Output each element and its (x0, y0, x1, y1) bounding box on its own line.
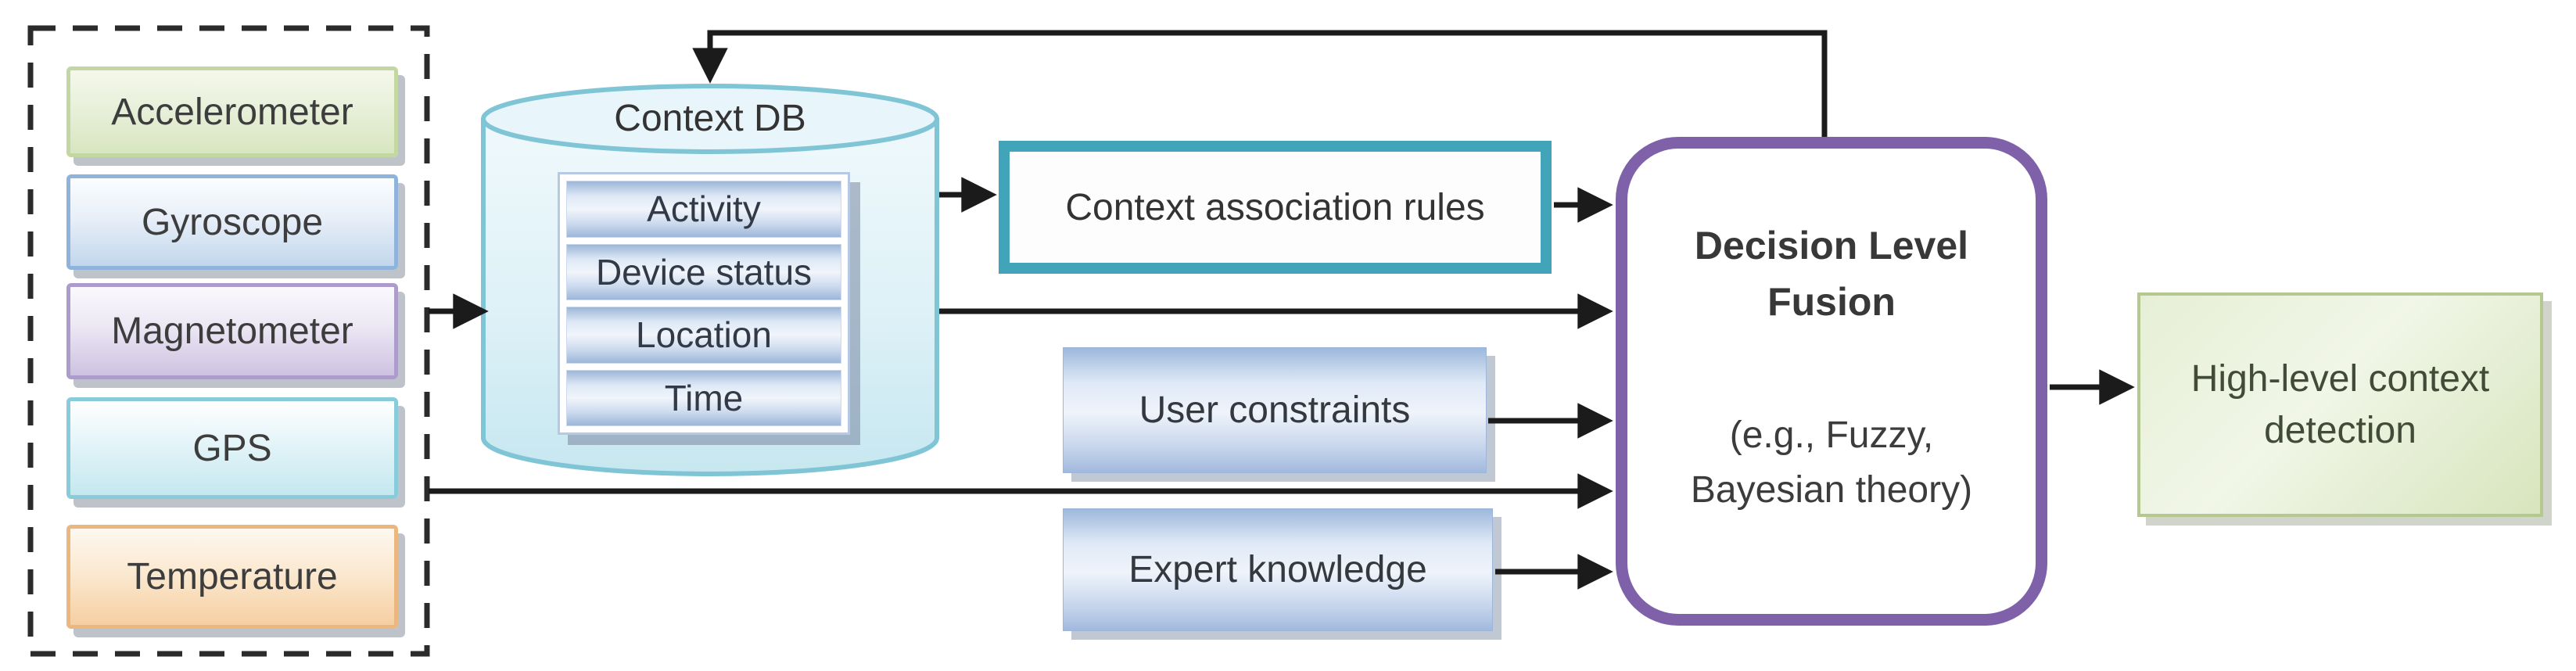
high-level-context-detection-box: High-level context detection (2137, 292, 2543, 517)
user-constraints-label: User constraints (1139, 389, 1411, 431)
rules-label: Context association rules (1065, 186, 1485, 228)
decision-level-fusion-box: Decision Level Fusion (e.g., Fuzzy, Baye… (1616, 137, 2047, 626)
expert-knowledge-label: Expert knowledge (1128, 549, 1427, 590)
sensor-label: Temperature (127, 556, 338, 597)
context-db-row-device-status: Device status (566, 243, 841, 300)
fusion-title: Decision Level Fusion (1694, 224, 1969, 324)
context-db-row-time: Time (566, 369, 841, 426)
sensor-box-gps: GPS (66, 397, 398, 499)
sensor-label: GPS (192, 427, 272, 469)
sensor-label: Accelerometer (111, 91, 353, 133)
output-label: High-level context detection (2190, 357, 2490, 451)
sensor-box-accelerometer: Accelerometer (66, 66, 398, 157)
arrow-fusion-feedback-to-db (692, 30, 1828, 137)
context-db-row-location: Location (566, 307, 841, 364)
context-db-table: Activity Device status Location Time (558, 172, 850, 435)
fusion-subtitle: (e.g., Fuzzy, Bayesian theory) (1690, 414, 1973, 511)
sensor-group-dashed-frame (27, 25, 430, 657)
database-cylinder-top (481, 84, 939, 154)
sensor-box-gyroscope: Gyroscope (66, 174, 398, 270)
sensor-box-temperature: Temperature (66, 525, 398, 629)
context-db-row-activity: Activity (566, 181, 841, 238)
user-constraints-box: User constraints (1063, 347, 1487, 473)
expert-knowledge-box: Expert knowledge (1063, 508, 1493, 631)
sensor-label: Magnetometer (111, 310, 353, 352)
sensor-label: Gyroscope (141, 201, 324, 243)
context-association-rules-box: Context association rules (999, 141, 1552, 274)
context-db-title: Context DB (614, 97, 806, 139)
sensor-box-magnetometer: Magnetometer (66, 283, 398, 379)
